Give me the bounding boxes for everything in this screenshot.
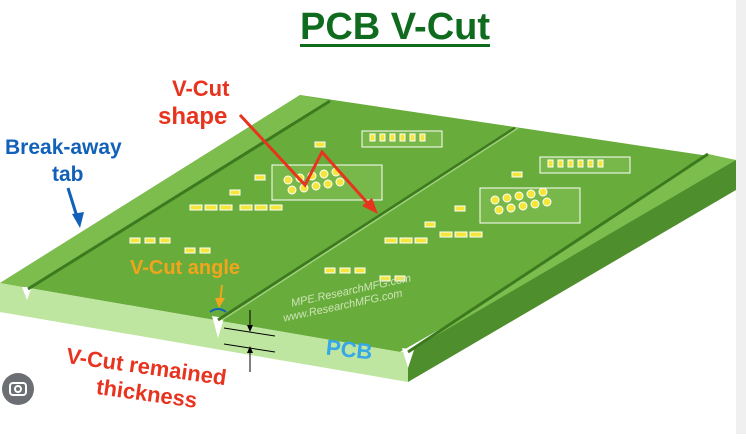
lens-glyph [9,382,27,396]
thickness-arrowhead-down [247,325,253,332]
vgroove-notch-left [22,287,32,300]
vcut-groove-center [217,126,516,322]
vgroove-notch-center [212,316,224,338]
board-front-edge [0,283,408,382]
vgroove-notch-right [402,348,414,368]
breakaway-label-1: Break-away [5,136,122,159]
vcut-shape-arrow [238,113,374,209]
board-right-edge [408,160,736,382]
thickness-line-top [223,327,276,337]
pcb-label: PCB [324,334,374,365]
lens-search-icon[interactable] [2,373,34,405]
vcut-shape-label-2: shape [158,103,228,130]
vcut-groove-left [27,99,331,291]
breakaway-arrowhead [72,212,84,228]
scrollbar-track[interactable] [736,0,746,434]
vcut-angle-arc [209,308,227,313]
vcut-groove-highlight [221,127,519,321]
thickness-arrowhead-up [247,346,253,353]
vcut-groove-right [407,152,709,354]
vcut-angle-arrowhead [215,298,225,308]
breakaway-label-2: tab [52,163,84,186]
vcut-angle-label: V-Cut angle [130,257,241,279]
breakaway-tab-surface [0,95,330,289]
vcut-shape-arrowhead [362,198,378,214]
page-title: PCB V-Cut [300,6,490,48]
vcut-shape-label-1: V-Cut [172,76,230,101]
component-pads-right [324,156,631,282]
